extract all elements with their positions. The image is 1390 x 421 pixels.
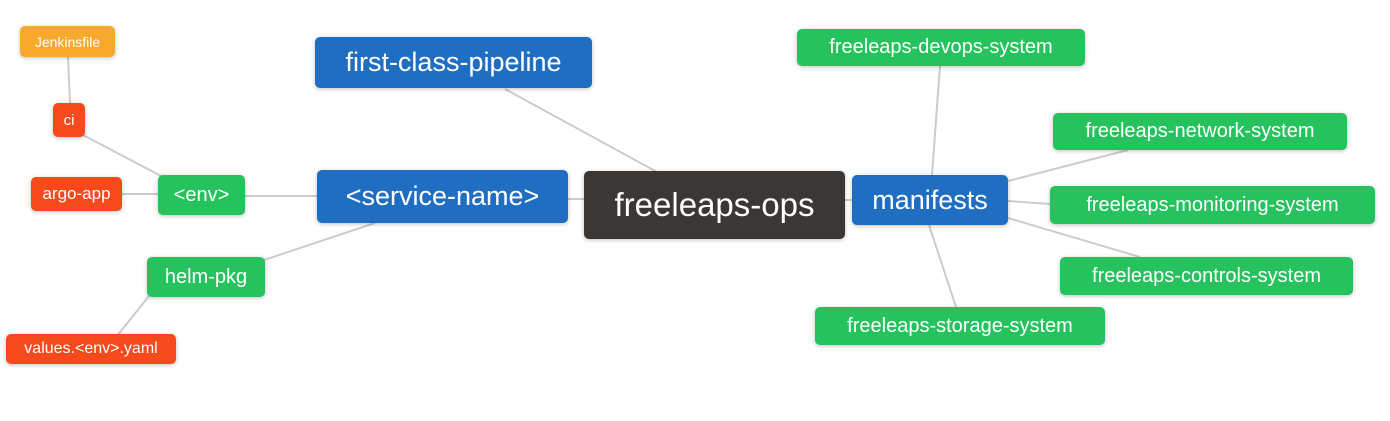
node-service-name[interactable]: <service-name> bbox=[317, 170, 568, 223]
edge-ci-env bbox=[82, 134, 164, 178]
node-ci[interactable]: ci bbox=[53, 103, 85, 137]
node-env[interactable]: <env> bbox=[158, 175, 245, 215]
node-jenkinsfile[interactable]: Jenkinsfile bbox=[20, 26, 115, 57]
edge-pipeline-freeleaps-ops bbox=[504, 88, 658, 173]
node-freeleaps-storage-system[interactable]: freeleaps-storage-system bbox=[815, 307, 1105, 345]
node-first-class-pipeline[interactable]: first-class-pipeline bbox=[315, 37, 592, 88]
edge-helm-pkg-values bbox=[116, 295, 150, 337]
edge-manifests-storage bbox=[928, 224, 957, 308]
node-values-env-yaml[interactable]: values.<env>.yaml bbox=[6, 334, 176, 364]
edge-service-name-helm-pkg bbox=[263, 222, 376, 261]
edge-manifests-controls bbox=[1007, 217, 1141, 258]
edge-manifests-network bbox=[1007, 149, 1129, 182]
node-helm-pkg[interactable]: helm-pkg bbox=[147, 257, 265, 297]
node-manifests[interactable]: manifests bbox=[852, 175, 1008, 225]
edge-jenkinsfile-ci bbox=[67, 56, 71, 104]
node-freeleaps-monitoring-system[interactable]: freeleaps-monitoring-system bbox=[1050, 186, 1375, 224]
node-freeleaps-ops-root[interactable]: freeleaps-ops bbox=[584, 171, 845, 239]
node-argo-app[interactable]: argo-app bbox=[31, 177, 122, 211]
edge-manifests-monitoring bbox=[1007, 200, 1051, 205]
node-freeleaps-controls-system[interactable]: freeleaps-controls-system bbox=[1060, 257, 1353, 295]
edge-manifests-devops bbox=[931, 65, 941, 176]
node-freeleaps-network-system[interactable]: freeleaps-network-system bbox=[1053, 113, 1347, 150]
node-freeleaps-devops-system[interactable]: freeleaps-devops-system bbox=[797, 29, 1085, 66]
